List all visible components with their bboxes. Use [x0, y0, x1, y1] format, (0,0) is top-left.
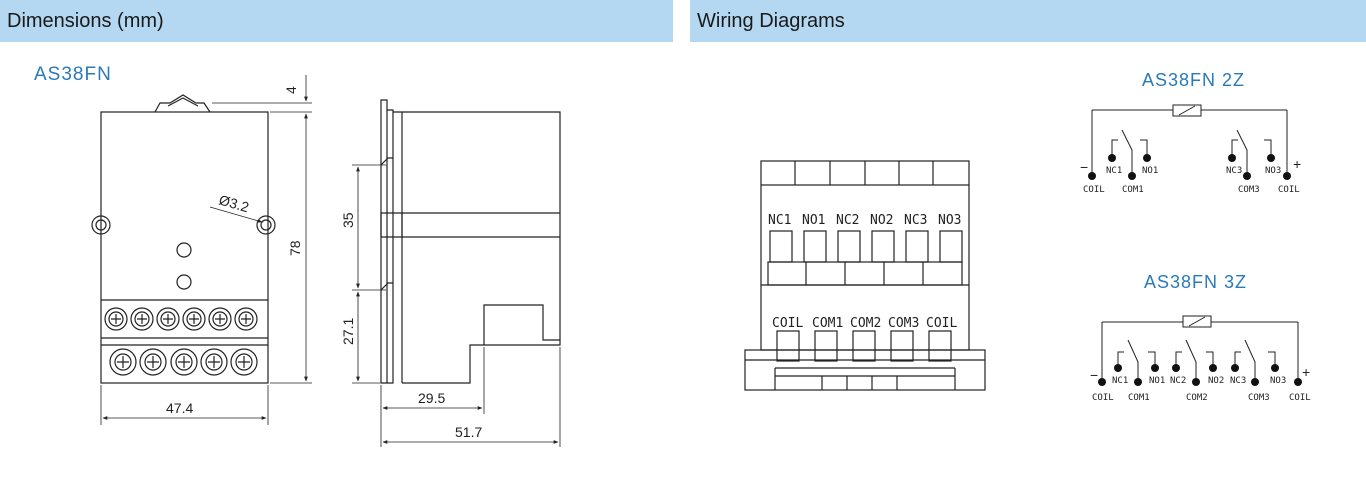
d3-plus: + [1302, 364, 1310, 380]
dim-hole-diameter: Ø3.2 [217, 192, 251, 216]
d3-nc1: NC1 [1112, 376, 1128, 386]
model-name: AS38FN [34, 64, 112, 85]
terminal-screws-lower [109, 348, 258, 376]
d2-nc1: NC1 [1106, 166, 1122, 176]
label-nc3: NC3 [904, 213, 927, 228]
dim-mount-lower: 27.1 [340, 318, 356, 345]
dim-top-gap: 4 [283, 86, 299, 94]
d2-minus: − [1080, 159, 1088, 175]
d3-nc2: NC2 [1170, 376, 1186, 386]
label-coil-right: COIL [926, 316, 957, 331]
d2-no1: NO1 [1142, 166, 1158, 176]
d3-com3: COM3 [1248, 393, 1270, 403]
d2-plus: + [1293, 156, 1301, 172]
diagram-2z-labels: NC1 NO1 NC3 NO3 COIL COM1 COM3 COIL − + [1080, 156, 1301, 195]
d3-minus: − [1090, 367, 1098, 383]
d2-nc3: NC3 [1226, 166, 1242, 176]
label-com2: COM2 [850, 316, 881, 331]
terminal-block [744, 160, 986, 391]
d3-no2: NO2 [1208, 376, 1224, 386]
terminal-screws-upper [104, 307, 258, 331]
terminal-bottom-labels: COIL COM1 COM2 COM3 COIL [772, 316, 957, 331]
diagram-2z [1088, 104, 1291, 180]
d2-com3: COM3 [1238, 185, 1260, 195]
d3-com2: COM2 [1186, 393, 1208, 403]
label-com1: COM1 [812, 316, 843, 331]
dimensions-header: Dimensions (mm) [0, 0, 673, 42]
wiring-title: Wiring Diagrams [697, 9, 845, 32]
d3-no3: NO3 [1270, 376, 1286, 386]
dim-height: 78 [287, 240, 303, 256]
label-nc1: NC1 [768, 213, 791, 228]
label-coil-left: COIL [772, 316, 803, 331]
label-com3: COM3 [888, 316, 919, 331]
dim-mount-upper: 35 [340, 212, 356, 228]
side-view [352, 99, 561, 447]
label-nc2: NC2 [836, 213, 859, 228]
diagram-3z-labels: NC1 NO1 NC2 NO2 NC3 NO3 COIL COM1 COM2 C… [1090, 364, 1311, 403]
dim-depth-short: 29.5 [418, 390, 445, 406]
d3-no1: NO1 [1149, 376, 1165, 386]
d2-coil-left: COIL [1083, 185, 1105, 195]
diagram-3z-title: AS38FN 3Z [1144, 272, 1247, 292]
label-no1: NO1 [802, 213, 825, 228]
label-no3: NO3 [938, 213, 961, 228]
d3-coil-left: COIL [1092, 393, 1114, 403]
diagram-3z [1098, 315, 1302, 386]
d2-com1: COM1 [1122, 185, 1144, 195]
front-view [91, 75, 312, 425]
label-no2: NO2 [870, 213, 893, 228]
d2-coil-right: COIL [1278, 185, 1300, 195]
d3-nc3: NC3 [1230, 376, 1246, 386]
d3-coil-right: COIL [1289, 393, 1311, 403]
d2-no3: NO3 [1265, 166, 1281, 176]
terminal-top-labels: NC1 NO1 NC2 NO2 NC3 NO3 [768, 213, 961, 228]
diagram-2z-title: AS38FN 2Z [1142, 70, 1245, 90]
dim-depth-total: 51.7 [455, 424, 482, 440]
wiring-header: Wiring Diagrams [690, 0, 1366, 42]
d3-com1: COM1 [1128, 393, 1150, 403]
dim-width: 47.4 [166, 400, 193, 416]
dimensions-title: Dimensions (mm) [7, 9, 164, 32]
